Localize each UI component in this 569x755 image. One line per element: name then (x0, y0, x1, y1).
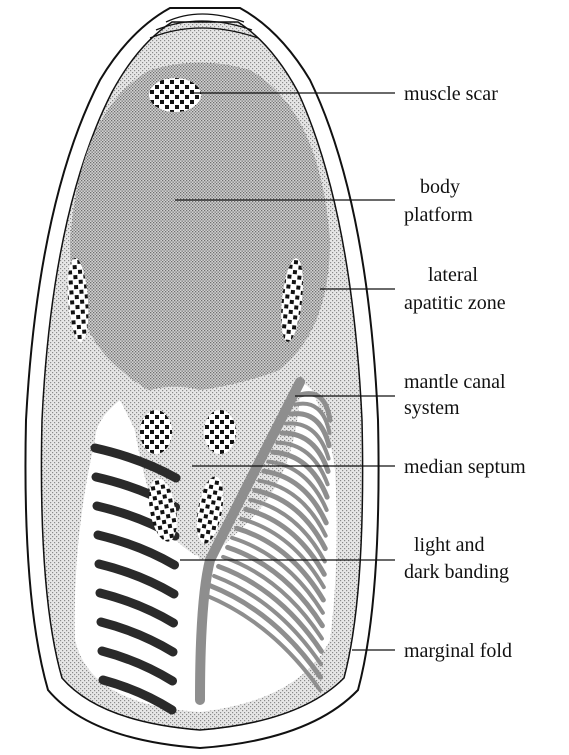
label-mantle-canal-line1: mantle canal (404, 371, 506, 393)
label-banding-line2: dark banding (404, 561, 509, 583)
muscle-scar-mid-right (204, 410, 236, 454)
label-body-platform-line2: platform (404, 204, 473, 226)
body-platform (70, 63, 330, 411)
label-mantle-canal-line2: system (404, 397, 460, 419)
label-banding-line1: light and (414, 534, 485, 556)
label-lateral-zone-line2: apatitic zone (404, 292, 506, 314)
label-body-platform-line1: body (420, 176, 460, 198)
label-median-septum: median septum (404, 456, 526, 478)
label-lateral-zone-line1: lateral (428, 264, 478, 286)
label-marginal-fold: marginal fold (404, 640, 512, 662)
muscle-scar-mid-left (140, 410, 172, 454)
label-muscle-scar: muscle scar (404, 83, 498, 105)
muscle-scar-top (149, 78, 201, 112)
